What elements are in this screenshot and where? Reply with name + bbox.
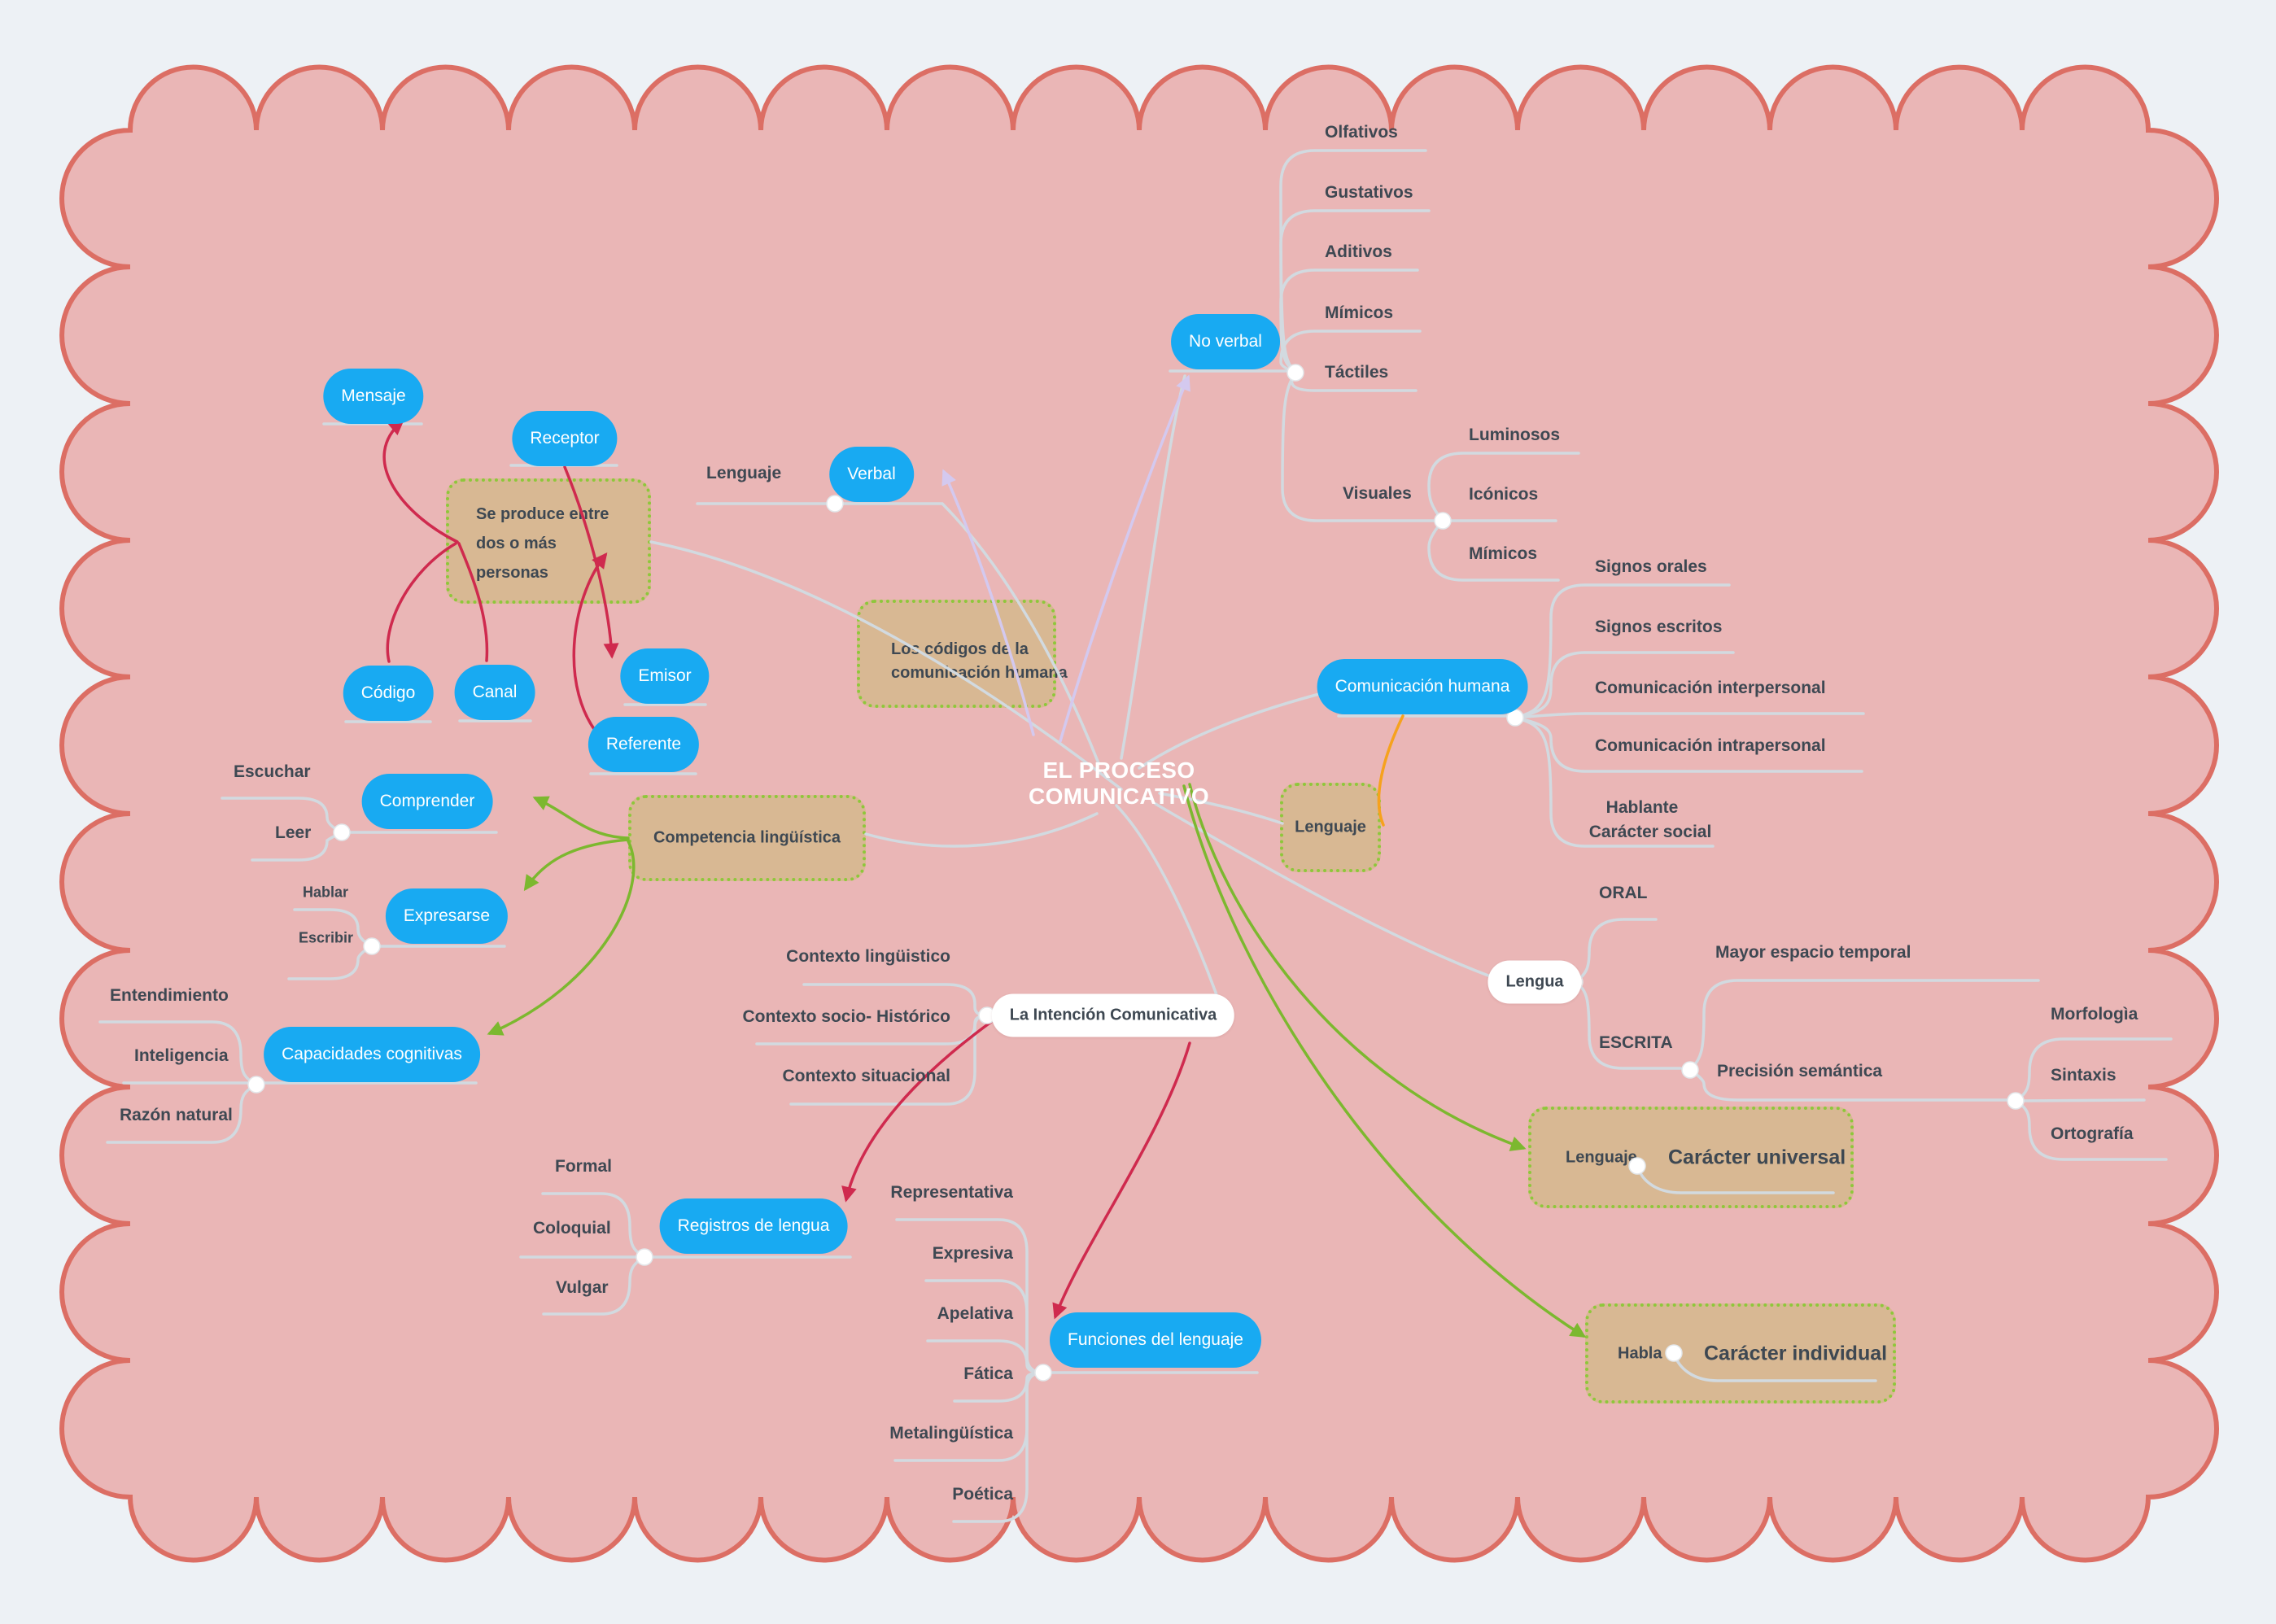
label-tactiles[interactable]: Táctiles: [1325, 363, 1389, 382]
node-mensaje[interactable]: Mensaje: [323, 369, 424, 424]
label-hablar[interactable]: Hablar: [303, 884, 349, 901]
label-contexto-situacional[interactable]: Contexto situacional: [782, 1067, 950, 1085]
label-escribir[interactable]: Escribir: [299, 929, 354, 946]
node-capacidades-cognitivas[interactable]: Capacidades cognitivas: [264, 1027, 480, 1082]
label-mayor-espacio-temporal[interactable]: Mayor espacio temporal: [1715, 943, 1911, 962]
label-signos-orales[interactable]: Signos orales: [1595, 557, 1707, 576]
node-registros-de-lengua[interactable]: Registros de lengua: [659, 1198, 848, 1254]
central-topic-line2: COMUNICATIVO: [1028, 784, 1210, 809]
label-lenguaje-verbal[interactable]: Lenguaje: [706, 464, 782, 482]
node-funciones-del-lenguaje[interactable]: Funciones del lenguaje: [1050, 1312, 1261, 1368]
node-referente[interactable]: Referente: [588, 717, 700, 772]
label-olfativos[interactable]: Olfativos: [1325, 123, 1398, 142]
label-mimicos-visuales[interactable]: Mímicos: [1469, 544, 1538, 563]
label-iconicos[interactable]: Icónicos: [1469, 485, 1539, 504]
node-expresarse[interactable]: Expresarse: [385, 888, 509, 944]
node-la-intencion-comunicativa[interactable]: La Intención Comunicativa: [991, 993, 1235, 1037]
central-topic[interactable]: EL PROCESO COMUNICATIVO: [1029, 757, 1209, 810]
label-contexto-socio-historico[interactable]: Contexto socio- Histórico: [742, 1007, 950, 1026]
label-formal[interactable]: Formal: [555, 1157, 613, 1176]
central-topic-line1: EL PROCESO: [1042, 757, 1195, 783]
label-inteligencia[interactable]: Inteligencia: [134, 1046, 229, 1065]
label-comunicacion-interpersonal[interactable]: Comunicación interpersonal: [1595, 679, 1826, 697]
label-apelativa[interactable]: Apelativa: [937, 1304, 1013, 1323]
node-canal[interactable]: Canal: [454, 665, 535, 720]
label-morfologia[interactable]: Morfologìa: [2051, 1005, 2138, 1024]
label-escrita[interactable]: ESCRITA: [1599, 1033, 1673, 1052]
node-no-verbal[interactable]: No verbal: [1171, 314, 1280, 369]
label-contexto-linguistico[interactable]: Contexto lingüistico: [786, 947, 950, 966]
label-representativa[interactable]: Representativa: [890, 1183, 1013, 1202]
label-leer[interactable]: Leer: [275, 823, 312, 842]
label-metalinguistica[interactable]: Metalingüística: [889, 1424, 1013, 1443]
node-codigo[interactable]: Código: [343, 666, 434, 721]
label-precision-semantica[interactable]: Precisión semántica: [1717, 1062, 1883, 1080]
label-coloquial[interactable]: Coloquial: [533, 1219, 611, 1238]
label-gustativos[interactable]: Gustativos: [1325, 183, 1413, 202]
node-lengua[interactable]: Lengua: [1487, 960, 1582, 1004]
node-verbal[interactable]: Verbal: [829, 447, 914, 502]
label-mimicos[interactable]: Mímicos: [1325, 303, 1394, 322]
label-ortografia[interactable]: Ortografía: [2051, 1124, 2134, 1143]
label-oral[interactable]: ORAL: [1599, 884, 1648, 902]
label-visuales[interactable]: Visuales: [1343, 484, 1412, 503]
label-luminosos[interactable]: Luminosos: [1469, 426, 1561, 444]
label-expresiva[interactable]: Expresiva: [932, 1244, 1013, 1263]
label-fatica[interactable]: Fática: [963, 1364, 1013, 1383]
label-vulgar[interactable]: Vulgar: [556, 1278, 609, 1297]
label-comunicacion-intrapersonal[interactable]: Comunicación intrapersonal: [1595, 736, 1826, 755]
node-emisor[interactable]: Emisor: [620, 648, 710, 704]
label-razon-natural[interactable]: Razón natural: [120, 1106, 233, 1124]
label-hablante[interactable]: Hablante: [1605, 798, 1679, 817]
label-signos-escritos[interactable]: Signos escritos: [1595, 618, 1723, 636]
label-caracter-social[interactable]: Carácter social: [1588, 823, 1712, 841]
node-comunicacion-humana[interactable]: Comunicación humana: [1317, 659, 1528, 714]
label-aditivos[interactable]: Aditivos: [1325, 242, 1392, 261]
label-sintaxis[interactable]: Sintaxis: [2051, 1066, 2117, 1085]
node-comprender[interactable]: Comprender: [361, 774, 493, 829]
node-receptor[interactable]: Receptor: [512, 411, 618, 466]
label-escuchar[interactable]: Escuchar: [234, 762, 311, 781]
label-entendimiento[interactable]: Entendimiento: [110, 986, 229, 1005]
label-poetica[interactable]: Poética: [952, 1485, 1013, 1504]
